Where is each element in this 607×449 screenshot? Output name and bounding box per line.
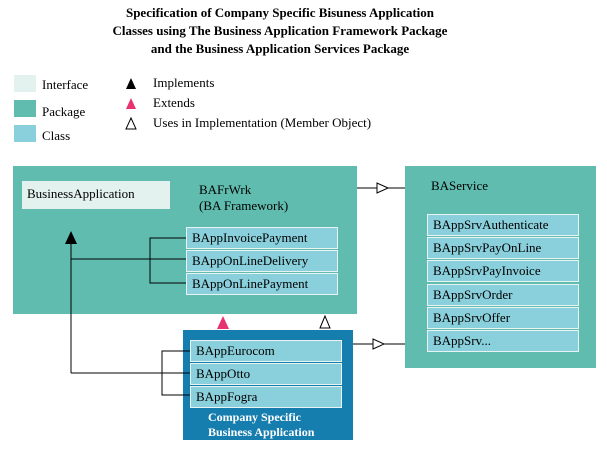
legend-extends-label: Extends (153, 95, 195, 110)
business-application-interface: BusinessApplication (22, 181, 170, 209)
legend-class-swatch (14, 125, 36, 142)
service-package-name: BAService (431, 178, 489, 193)
legend-implements-label: Implements (153, 75, 215, 90)
uses-arrowhead-company-service (372, 338, 386, 350)
legend-uses-icon (125, 116, 137, 130)
uses-arrowhead-company-framework (319, 314, 331, 329)
service-class-offer: BAppSrvOffer (427, 307, 579, 329)
title-line-2: Classes using The Business Application F… (112, 23, 448, 38)
company-class-otto: BAppOtto (190, 363, 342, 385)
extends-arrowhead (217, 316, 229, 329)
legend-uses-label: Uses in Implementation (Member Object) (153, 115, 372, 130)
company-class-eurocom: BAppEurocom (190, 340, 342, 362)
uses-arrowhead-framework-service (376, 182, 390, 194)
service-class-pay-online: BAppSrvPayOnLine (427, 237, 579, 259)
service-class-authenticate: BAppSrvAuthenticate (427, 214, 579, 236)
service-class-more: BAppSrv... (427, 330, 579, 352)
service-class-pay-invoice: BAppSrvPayInvoice (427, 260, 579, 282)
legend-package-swatch (14, 100, 36, 117)
legend-interface-swatch (14, 75, 36, 92)
title-line-3: and the Business Application Services Pa… (150, 41, 410, 56)
legend-package-label: Package (42, 104, 86, 119)
framework-class-invoice-payment: BAppInvoicePayment (186, 227, 338, 249)
company-package-label-line-1: Company Specific (208, 410, 301, 424)
framework-class-online-payment: BAppOnLinePayment (186, 273, 338, 295)
framework-package-subtitle: (BA Framework) (199, 198, 289, 213)
implements-arrowhead (65, 231, 77, 244)
framework-class-online-delivery: BAppOnLineDelivery (186, 250, 338, 272)
company-package-label-line-2: Business Application (208, 425, 315, 439)
framework-package-name: BAFrWrk (199, 182, 252, 197)
company-class-fogra: BAppFogra (190, 386, 342, 408)
legend-extends-icon (126, 98, 136, 109)
legend-class-label: Class (42, 128, 71, 143)
legend-implements-icon (126, 78, 136, 89)
diagram-title: Specification of Company Specific Bisune… (0, 4, 560, 58)
legend-interface-label: Interface (42, 77, 89, 92)
title-line-1: Specification of Company Specific Bisune… (125, 5, 435, 20)
service-class-order: BAppSrvOrder (427, 284, 579, 306)
